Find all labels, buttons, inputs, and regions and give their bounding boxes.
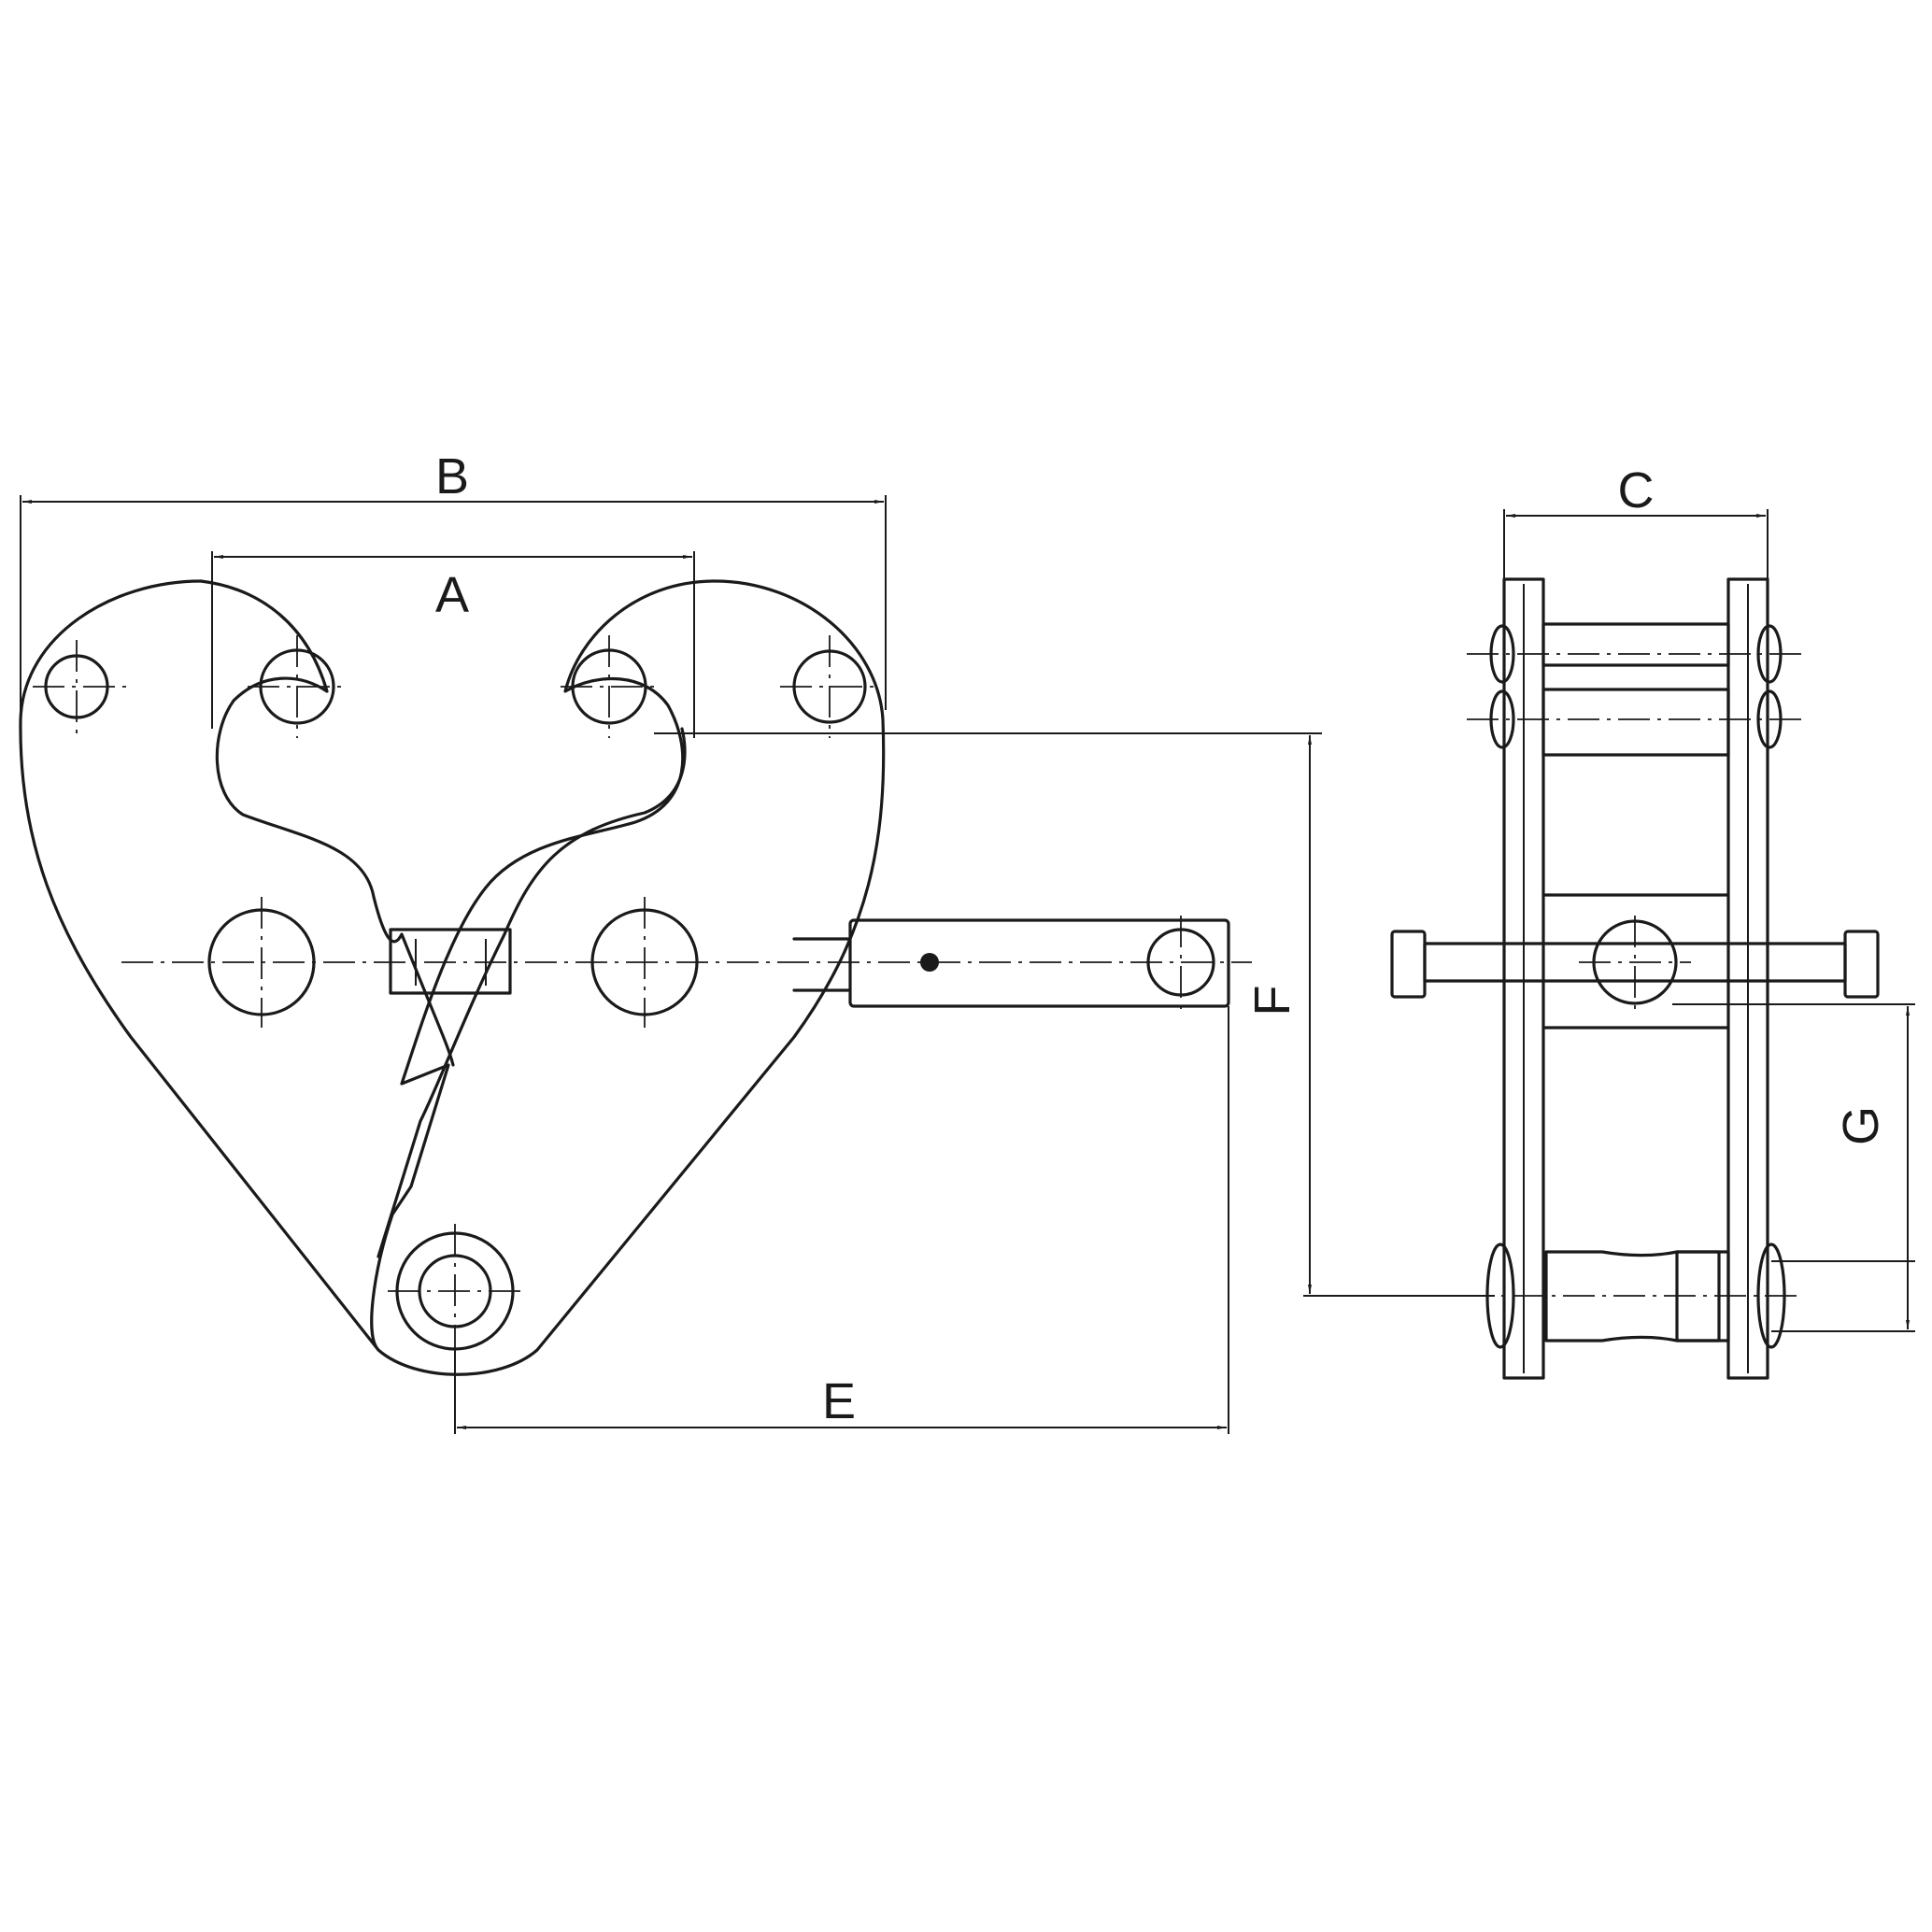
center-pin-block xyxy=(389,928,512,995)
side-plate-left xyxy=(1502,577,1545,1380)
side-plate-right xyxy=(1726,577,1769,1380)
bottom-pin xyxy=(1544,1250,1730,1342)
front-plate-outline xyxy=(19,579,886,1376)
dimension-label-b: B xyxy=(435,448,469,504)
screw-end-left xyxy=(1390,930,1427,999)
dimension-label-g: G xyxy=(1833,1106,1889,1145)
handle-bar xyxy=(848,918,1230,1008)
right-arm-outline xyxy=(376,727,687,1258)
side-view: C G xyxy=(1390,462,1915,1380)
dimension-label-c: C xyxy=(1618,462,1655,519)
top-spacer-lower xyxy=(1541,688,1730,757)
screw-end-right xyxy=(1843,930,1880,999)
front-view: B A E F xyxy=(19,448,1495,1434)
left-jaw-outline xyxy=(199,579,455,1067)
top-spacer-upper xyxy=(1541,622,1730,667)
dimension-label-f: F xyxy=(1244,986,1300,1016)
dimension-label-e: E xyxy=(822,1373,856,1429)
dimension-label-a: A xyxy=(435,567,469,623)
